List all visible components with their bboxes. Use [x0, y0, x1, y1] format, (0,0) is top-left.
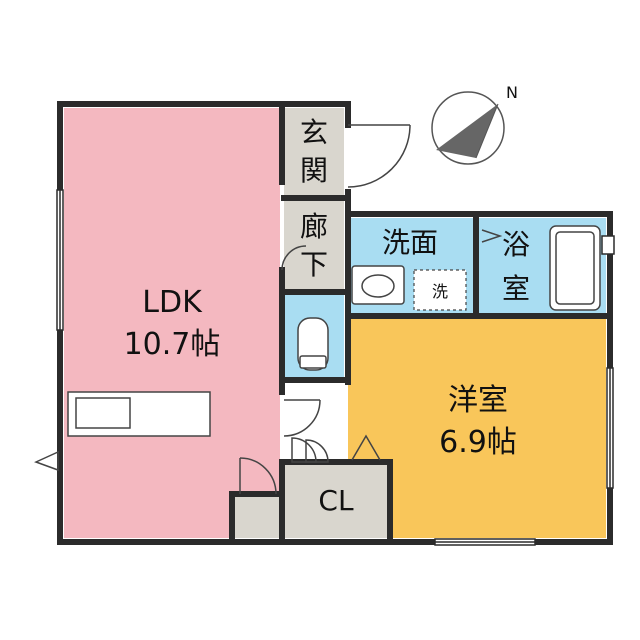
- door-swings: [34, 124, 503, 495]
- washer-label: 洗: [432, 282, 448, 301]
- washroom-label: 洗面: [382, 226, 438, 259]
- bathtub-icon: [549, 225, 601, 311]
- hallway-area: [284, 200, 344, 292]
- western-room-size-label: 6.9帖: [439, 425, 517, 460]
- bath-label-1: 浴: [502, 228, 530, 261]
- closet: [284, 462, 388, 538]
- toilet-icon: [297, 317, 329, 371]
- compass: N: [431, 83, 518, 165]
- western-room-label: 洋室: [448, 383, 508, 418]
- kitchen-counter: [67, 391, 211, 437]
- windows: [56, 189, 615, 546]
- compass-needle: [436, 104, 498, 158]
- entrance-label-2: 関: [300, 154, 328, 187]
- hallway-label-1: 廊: [300, 210, 328, 243]
- entrance-label-1: 玄: [300, 116, 328, 149]
- storage-nook: [232, 494, 280, 538]
- bath-label-2: 室: [502, 272, 530, 305]
- ldk-size-label: 10.7帖: [124, 327, 221, 362]
- washer-space: [413, 269, 467, 311]
- compass-north-label: N: [506, 83, 518, 102]
- ldk-room: [64, 108, 280, 538]
- ldk-label: LDK: [142, 285, 203, 320]
- entrance-area: [284, 108, 344, 196]
- hallway-label-2: 下: [300, 248, 328, 281]
- wash-basin-icon: [351, 265, 405, 305]
- closet-label: CL: [318, 484, 354, 517]
